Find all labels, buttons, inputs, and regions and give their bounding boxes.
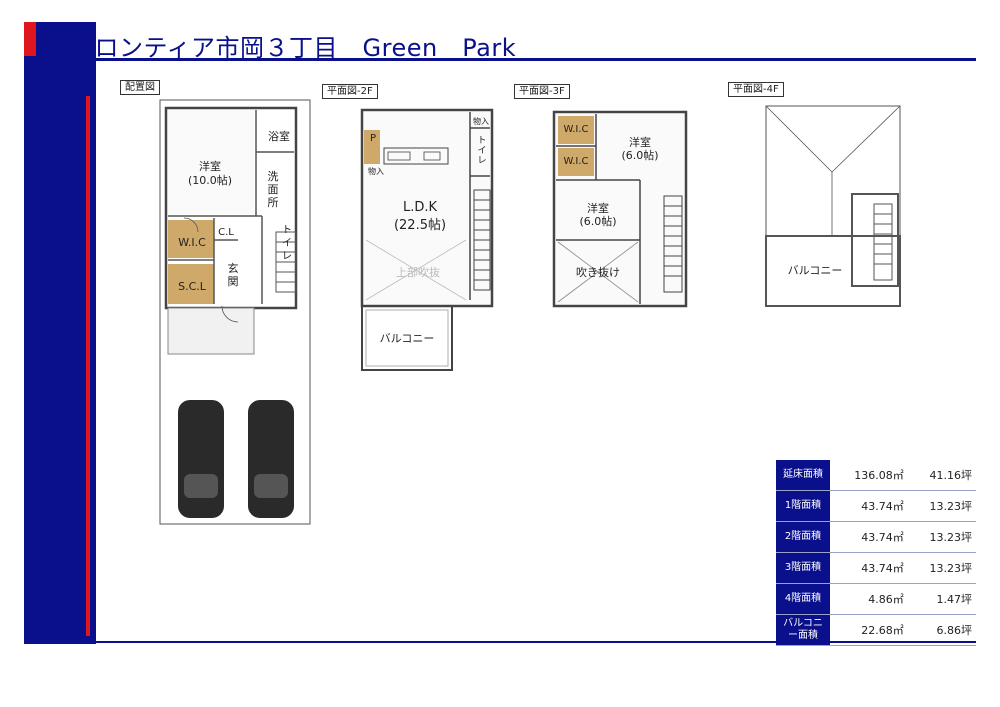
site-plan-label: 配置図 [120,80,160,95]
plan-3f [552,110,688,308]
area-sqm: 43.74㎡ [830,490,908,522]
table-row: 4階面積 4.86㎡ 1.47坪 [776,583,976,615]
room-western-3f-b-size: (6.0帖) [579,215,617,228]
room-storage2-2f: 物入 [368,167,384,176]
area-tsubo: 13.23坪 [907,490,976,522]
site-plan [159,99,311,525]
parked-cars [178,400,294,518]
room-void-3f: 吹き抜け [576,266,620,279]
area-tsubo: 1.47坪 [907,583,976,615]
room-toilet-2f: トイレ [477,136,487,166]
room-wic-3f-a: W.I.C [563,124,589,135]
room-storage-2f: 物入 [473,117,489,126]
table-row: 延床面積 136.08㎡ 41.16坪 [776,460,976,491]
room-western-3f-b: 洋室 [587,202,609,215]
area-sqm: 136.08㎡ [830,460,908,491]
header-blue-block [36,22,96,60]
room-void-above: 上部吹抜 [396,266,440,279]
room-ldk: L.D.K [402,200,438,215]
page-title: アロンティア市岡３丁目 Green Park [70,34,517,62]
table-row: 3階面積 43.74㎡ 13.23坪 [776,552,976,584]
area-label: 3階面積 [776,552,830,584]
room-balcony-4f: バルコニー [787,264,843,277]
area-sqm: 22.68㎡ [830,614,908,646]
room-washroom: 洗面所 [267,170,279,209]
area-label: 4階面積 [776,583,830,615]
area-tsubo: 41.16坪 [907,460,976,491]
room-wic-1f: W.I.C [178,236,206,249]
room-balcony-2f: バルコニー [379,332,435,345]
room-bathroom: 浴室 [268,130,290,143]
footer-line [96,641,976,643]
room-wic-3f-b: W.I.C [563,156,589,167]
header-underline [96,58,976,61]
room-toilet-1f: トイレ [282,225,292,262]
area-sqm: 43.74㎡ [830,552,908,584]
area-table: 延床面積 136.08㎡ 41.16坪 1階面積 43.74㎡ 13.23坪 2… [776,460,976,646]
area-label: バルコニー面積 [776,614,830,646]
room-western-1-size: (10.0帖) [187,174,233,187]
area-sqm: 43.74㎡ [830,521,908,553]
plan-3f-label: 平面図-3F [514,84,570,99]
area-label: 延床面積 [776,460,830,491]
room-cl: C.L [218,227,234,238]
room-entrance: 玄関 [227,262,239,288]
plan-4f-label: 平面図-4F [728,82,784,97]
table-row: バルコニー面積 22.68㎡ 6.86坪 [776,614,976,646]
area-sqm: 4.86㎡ [830,583,908,615]
table-row: 1階面積 43.74㎡ 13.23坪 [776,490,976,522]
area-tsubo: 13.23坪 [907,521,976,553]
area-tsubo: 13.23坪 [907,552,976,584]
room-western-3f-a: 洋室 [629,136,651,149]
area-tsubo: 6.86坪 [907,614,976,646]
room-pantry: P [369,133,377,144]
area-label: 2階面積 [776,521,830,553]
plan-4f [765,105,901,307]
header-red-accent [24,22,36,56]
table-row: 2階面積 43.74㎡ 13.23坪 [776,521,976,553]
left-red-accent [86,96,90,636]
area-label: 1階面積 [776,490,830,522]
room-western-1: 洋室 [199,160,221,173]
plan-2f-label: 平面図-2F [322,84,378,99]
room-ldk-size: (22.5帖) [393,218,447,233]
room-western-3f-a-size: (6.0帖) [621,149,659,162]
plan-2f [360,108,494,371]
left-frame-bar [24,56,96,644]
room-scl: S.C.L [178,280,206,293]
